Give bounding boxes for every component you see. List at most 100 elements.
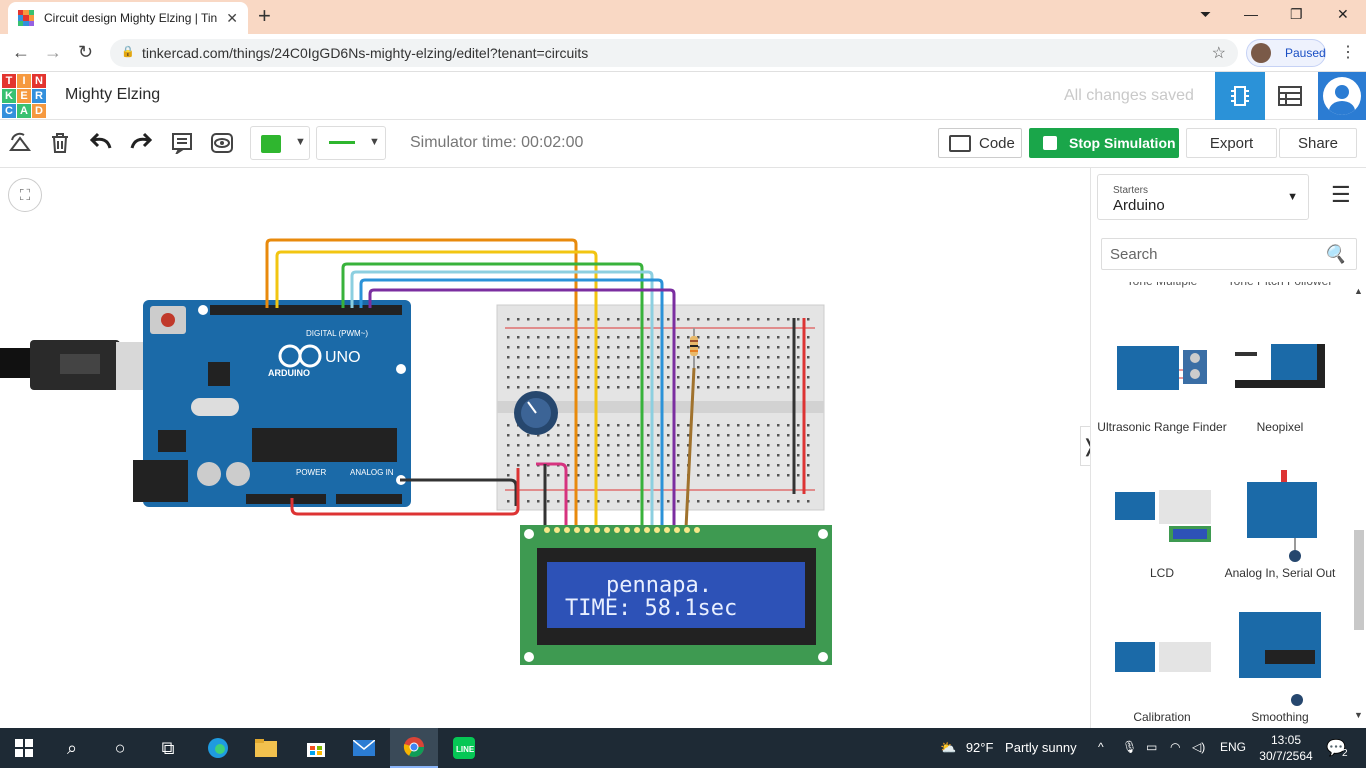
circuit-view-button[interactable] (1215, 72, 1265, 120)
arduino-uno-board[interactable]: ARDUINO UNO DIGITAL (PWM~) POWER ANALOG … (133, 300, 411, 507)
mail-icon[interactable] (352, 736, 376, 760)
forward-icon[interactable]: → (44, 42, 62, 62)
search-input[interactable]: Search 🔍 (1101, 238, 1357, 270)
logo-letter: T (2, 74, 16, 88)
search-icon[interactable]: ⌕ (66, 737, 78, 758)
list-view-icon[interactable]: ☰ (1331, 182, 1351, 207)
minimize-icon[interactable]: — (1244, 6, 1258, 22)
chrome-taskbar-button[interactable] (390, 728, 438, 768)
starter-item-lcd[interactable]: LCD (1149, 566, 1174, 580)
volume-icon[interactable]: ◁) (1192, 740, 1206, 754)
panel-scrollbar[interactable]: ▲ ▼ (1350, 280, 1366, 728)
new-tab-icon[interactable]: + (258, 3, 271, 28)
power-pins-label: POWER (296, 468, 326, 477)
line-app-icon[interactable]: LINE (452, 736, 476, 760)
browser-menu-icon[interactable]: ⋮ (1340, 44, 1356, 61)
logo-letter: D (32, 104, 46, 118)
notifications-icon[interactable]: 💬 (1326, 740, 1346, 757)
media-control-icon[interactable]: ⏷ (1200, 6, 1212, 22)
calibration-thumbnail[interactable] (1113, 638, 1213, 678)
starter-item-smoothing[interactable]: Smoothing (1251, 710, 1309, 724)
search-placeholder: Search (1110, 246, 1158, 263)
starter-item-ultrasonic[interactable]: Ultrasonic Range Finder (1097, 420, 1227, 434)
ultrasonic-thumbnail[interactable] (1113, 340, 1213, 396)
logo-letter: R (32, 89, 46, 103)
scrollbar-thumb[interactable] (1354, 530, 1364, 630)
fit-view-icon[interactable]: ⛶ (8, 178, 42, 212)
back-icon[interactable]: ← (12, 42, 30, 62)
chevron-down-icon: ▼ (295, 136, 306, 148)
table-view-icon (1278, 86, 1302, 106)
project-name[interactable]: Mighty Elzing (65, 86, 161, 103)
editor-toolbar: ▼ ▼ Simulator time: 00:02:00 Code Stop S… (0, 120, 1366, 168)
scroll-up-icon[interactable]: ▲ (1354, 286, 1363, 296)
arduino-model-text: UNO (325, 349, 361, 366)
close-window-icon[interactable]: ✕ (1337, 6, 1349, 22)
wifi-icon[interactable]: ◠ (1170, 740, 1181, 754)
undo-icon[interactable] (89, 132, 112, 158)
code-button[interactable]: Code (938, 128, 1022, 158)
visibility-icon[interactable] (210, 132, 234, 160)
lcd-thumbnail[interactable] (1113, 484, 1213, 544)
tinkercad-logo[interactable]: T I N K E R C A D (2, 74, 46, 118)
redo-icon[interactable] (130, 132, 153, 158)
cortana-icon[interactable]: ○ (114, 737, 126, 758)
starter-item-calibration[interactable]: Calibration (1133, 710, 1191, 724)
starter-item-neopixel[interactable]: Neopixel (1256, 420, 1304, 434)
stop-simulation-button[interactable]: Stop Simulation (1029, 128, 1179, 158)
starters-value: Arduino (1113, 197, 1165, 214)
share-button[interactable]: Share (1279, 128, 1357, 158)
system-clock[interactable]: 13:05 30/7/2564 (1256, 732, 1316, 764)
scroll-down-icon[interactable]: ▼ (1354, 710, 1363, 720)
wires[interactable] (265, 238, 806, 529)
notes-icon[interactable] (171, 132, 193, 160)
weather-widget[interactable]: ⛅ 92°F Partly sunny (940, 740, 1077, 756)
windows-start-icon[interactable] (12, 736, 36, 760)
starter-item-analog-in-serial-out[interactable]: Analog In, Serial Out (1224, 566, 1336, 580)
microphone-icon[interactable]: 🎙 (1122, 740, 1138, 754)
bookmark-star-icon[interactable]: ☆ (1211, 45, 1226, 62)
neopixel-thumbnail[interactable] (1231, 340, 1331, 396)
delete-icon[interactable] (50, 132, 70, 160)
lock-icon: 🔒 (121, 46, 135, 58)
stop-simulation-label: Stop Simulation (1069, 135, 1176, 151)
profile-button[interactable]: Paused (1246, 39, 1326, 67)
logo-letter: I (17, 74, 31, 88)
store-icon[interactable] (304, 736, 328, 760)
starters-dropdown[interactable]: Starters Arduino ▼ (1097, 174, 1309, 220)
url-field[interactable]: 🔒 tinkercad.com/things/24C0IgGD6Ns-might… (110, 39, 1238, 67)
resistor[interactable] (690, 328, 698, 368)
export-button[interactable]: Export (1186, 128, 1277, 158)
weather-sun-icon: ⛅ (940, 740, 957, 755)
circuit-canvas[interactable]: ⛶ ARD (0, 168, 1090, 728)
circuit-icon (1231, 86, 1249, 106)
potentiometer[interactable] (514, 391, 558, 435)
logo-letter: C (2, 104, 16, 118)
reload-icon[interactable]: ↻ (78, 42, 94, 62)
close-tab-icon[interactable]: ✕ (226, 9, 238, 26)
circuit-drawing: ARDUINO UNO DIGITAL (PWM~) POWER ANALOG … (0, 238, 832, 665)
battery-icon[interactable]: ▭ (1146, 740, 1158, 754)
edge-icon[interactable] (206, 736, 230, 760)
collapse-panel-icon[interactable]: ❭ (1080, 426, 1090, 466)
schematic-list-view-button[interactable] (1265, 72, 1315, 120)
restore-icon[interactable]: ❐ (1290, 6, 1303, 22)
smoothing-thumbnail[interactable] (1235, 610, 1325, 710)
color-swatch (261, 135, 281, 153)
task-view-icon[interactable]: ⧉ (161, 737, 175, 758)
wire-color-picker[interactable]: ▼ (250, 126, 310, 160)
browser-tab[interactable]: Circuit design Mighty Elzing | Tin ✕ (8, 2, 248, 34)
file-explorer-icon[interactable] (254, 736, 278, 760)
tray-chevron-icon[interactable]: ^ (1098, 740, 1104, 754)
lcd-16x2[interactable]: pennapa. TIME: 58.1sec (520, 525, 832, 665)
wire-type-picker[interactable]: ▼ (316, 126, 386, 160)
address-bar-row: ← → ↻ 🔒 tinkercad.com/things/24C0IgGD6Ns… (0, 34, 1366, 72)
wire-style-swatch (329, 141, 355, 144)
temperature: 92°F (965, 740, 994, 755)
rotate-icon[interactable] (8, 132, 32, 160)
language-indicator[interactable]: ENG (1220, 740, 1247, 754)
user-avatar[interactable] (1318, 72, 1366, 120)
url-text: tinkercad.com/things/24C0IgGD6Ns-mighty-… (142, 45, 589, 61)
analog-in-serial-thumbnail[interactable] (1237, 464, 1327, 564)
profile-status: Paused (1285, 46, 1326, 60)
